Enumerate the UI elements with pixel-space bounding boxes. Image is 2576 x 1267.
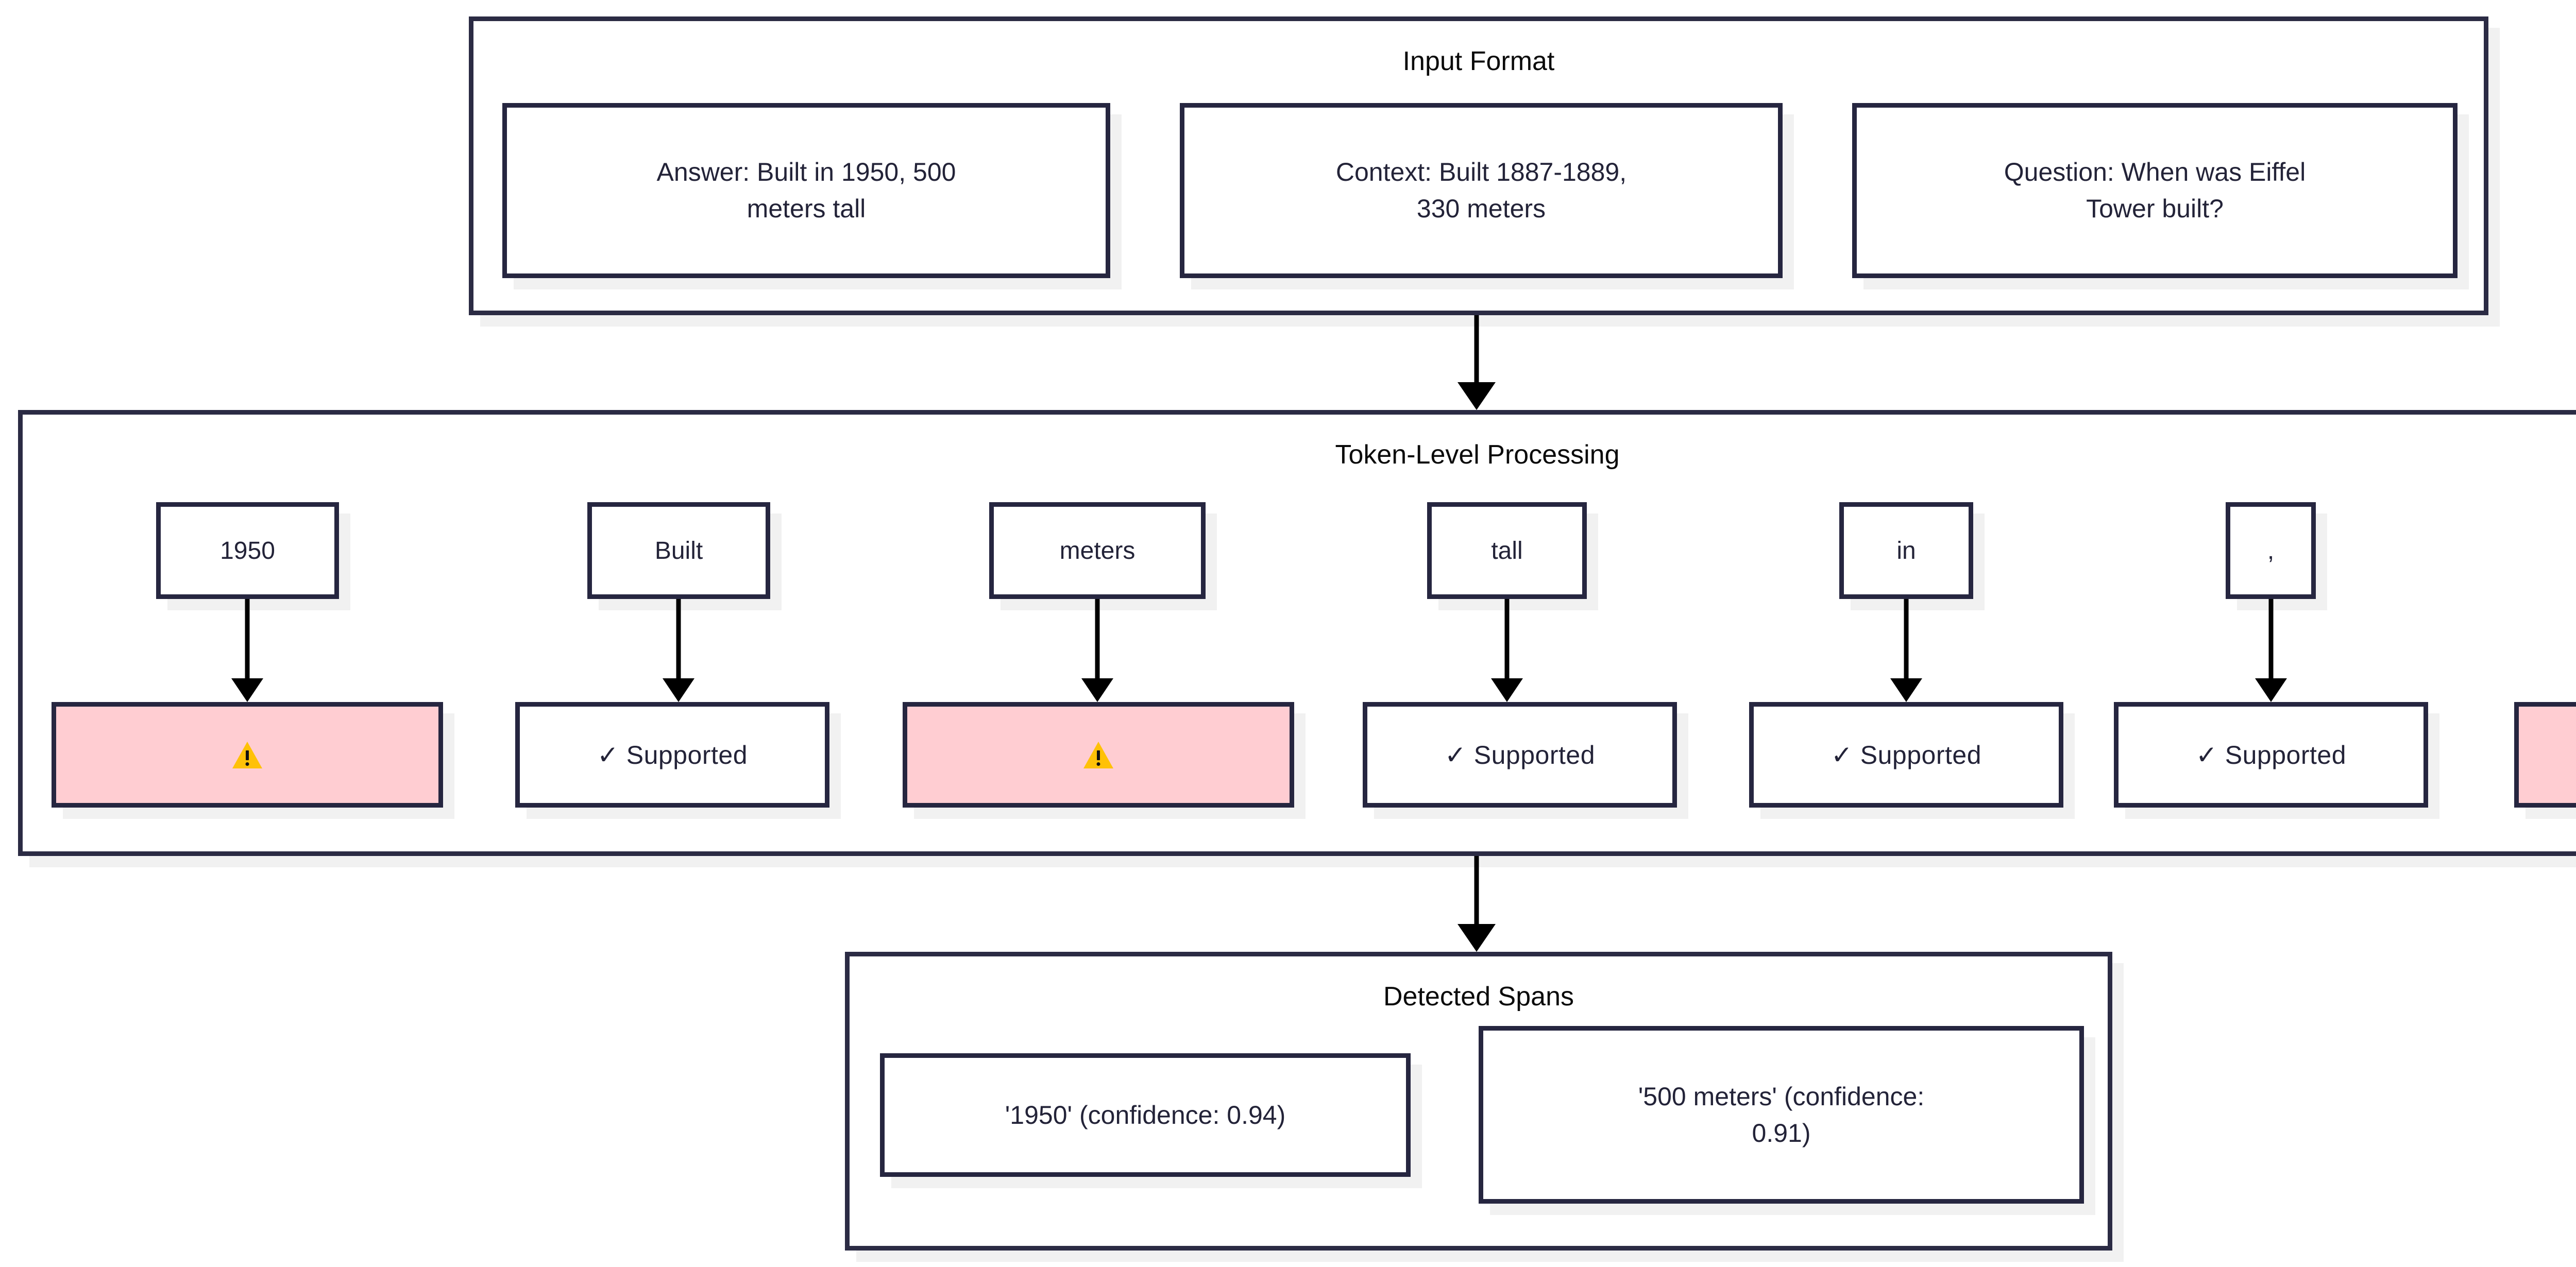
arrow-head bbox=[231, 678, 263, 702]
token-box-built[interactable]: Built bbox=[587, 502, 770, 599]
token-box-tall[interactable]: tall bbox=[1427, 502, 1587, 599]
arrow-input-to-tokens bbox=[1456, 315, 1497, 410]
input-box-answer[interactable]: Answer: Built in 1950, 500 meters tall bbox=[502, 103, 1110, 278]
arrow-token-in-to-status bbox=[1887, 599, 1925, 702]
token-label: 1950 bbox=[220, 537, 275, 564]
arrow-shaft bbox=[1904, 599, 1909, 678]
arrow-head bbox=[1081, 678, 1113, 702]
status-badge-meters[interactable] bbox=[903, 702, 1294, 808]
token-label: tall bbox=[1491, 537, 1523, 564]
arrow-token-comma-to-status bbox=[2252, 599, 2290, 702]
token-label: , bbox=[2267, 537, 2275, 564]
input-box-question-text: Question: When was Eiffel Tower built? bbox=[2004, 158, 2306, 223]
span-box-1950-text: '1950' (confidence: 0.94) bbox=[1005, 1100, 1286, 1129]
arrow-head bbox=[1458, 382, 1496, 410]
input-box-context-text: Context: Built 1887-1889, 330 meters bbox=[1335, 158, 1627, 223]
arrow-shaft bbox=[676, 599, 681, 678]
input-box-context[interactable]: Context: Built 1887-1889, 330 meters bbox=[1180, 103, 1783, 278]
arrow-head bbox=[1458, 924, 1496, 952]
input-box-answer-text: Answer: Built in 1950, 500 meters tall bbox=[656, 158, 956, 223]
status-label: ✓ Supported bbox=[1831, 740, 1982, 769]
arrow-shaft bbox=[1095, 599, 1100, 678]
arrow-token-built-to-status bbox=[659, 599, 698, 702]
status-badge-500[interactable] bbox=[2514, 702, 2576, 808]
status-label: ✓ Supported bbox=[2195, 740, 2347, 769]
cluster-input-format-title: Input Format bbox=[1402, 46, 1555, 76]
token-box-comma[interactable]: , bbox=[2226, 502, 2316, 599]
warning-triangle-icon bbox=[1083, 741, 1113, 768]
arrow-head bbox=[1890, 678, 1922, 702]
arrow-shaft bbox=[1504, 599, 1510, 678]
input-box-question[interactable]: Question: When was Eiffel Tower built? bbox=[1852, 103, 2458, 278]
span-box-1950[interactable]: '1950' (confidence: 0.94) bbox=[880, 1053, 1411, 1177]
status-badge-comma[interactable]: ✓ Supported bbox=[2114, 702, 2428, 808]
arrow-shaft bbox=[2268, 599, 2274, 678]
arrow-shaft bbox=[245, 599, 250, 678]
arrow-shaft bbox=[1474, 856, 1479, 925]
token-box-meters[interactable]: meters bbox=[989, 502, 1206, 599]
arrow-shaft bbox=[1474, 315, 1479, 383]
arrow-head bbox=[663, 678, 694, 702]
warning-triangle-icon bbox=[232, 741, 262, 768]
arrow-token-1950-to-status bbox=[228, 599, 266, 702]
token-label: in bbox=[1896, 537, 1916, 564]
token-box-in[interactable]: in bbox=[1839, 502, 1973, 599]
span-box-500-meters-text: '500 meters' (confidence: 0.91) bbox=[1638, 1082, 1925, 1148]
arrow-head bbox=[1491, 678, 1523, 702]
cluster-token-processing-title: Token-Level Processing bbox=[1335, 440, 1620, 470]
status-label: ✓ Supported bbox=[1444, 740, 1596, 769]
arrow-head bbox=[2255, 678, 2287, 702]
status-badge-1950[interactable] bbox=[52, 702, 443, 808]
status-badge-built[interactable]: ✓ Supported bbox=[515, 702, 829, 808]
token-label: meters bbox=[1059, 537, 1136, 564]
token-box-1950[interactable]: 1950 bbox=[156, 502, 339, 599]
arrow-token-meters-to-status bbox=[1078, 599, 1116, 702]
status-badge-in[interactable]: ✓ Supported bbox=[1749, 702, 2063, 808]
token-label: Built bbox=[654, 537, 703, 564]
arrow-tokens-to-spans bbox=[1456, 856, 1497, 952]
cluster-detected-spans-title: Detected Spans bbox=[1383, 982, 1574, 1012]
span-box-500-meters[interactable]: '500 meters' (confidence: 0.91) bbox=[1479, 1026, 2084, 1204]
arrow-token-tall-to-status bbox=[1488, 599, 1526, 702]
status-badge-tall[interactable]: ✓ Supported bbox=[1363, 702, 1677, 808]
status-label: ✓ Supported bbox=[597, 740, 748, 769]
